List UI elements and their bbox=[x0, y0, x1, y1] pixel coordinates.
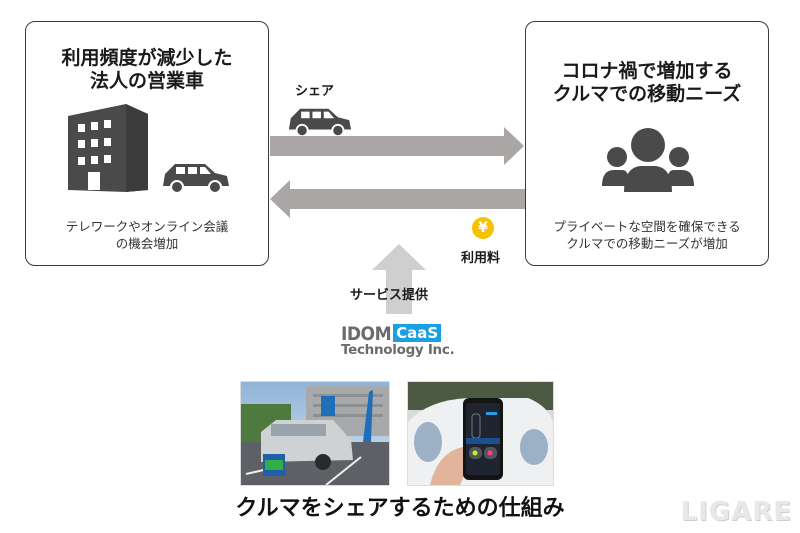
right-title-line-1: コロナ禍で増加する bbox=[561, 60, 733, 82]
logo-caas-badge: CaaS bbox=[393, 324, 442, 342]
right-panel-description: プライベートな空間を確保できる クルマでの移動ニーズが増加 bbox=[526, 218, 768, 252]
logo-subtitle: Technology Inc. bbox=[341, 342, 455, 358]
left-title-line-1: 利用頻度が減少した bbox=[61, 47, 233, 69]
left-panel-description: テレワークやオンライン会議 の機会増加 bbox=[26, 218, 268, 252]
fee-label: 利用料 bbox=[461, 251, 501, 266]
diagram-caption: クルマをシェアするための仕組み bbox=[235, 496, 565, 521]
left-title-line-2: 法人の営業車 bbox=[89, 70, 204, 92]
yen-coin-icon: ¥ bbox=[472, 217, 494, 239]
left-panel: 利用頻度が減少した 法人の営業車 テレワークやオンライン会議 の機会増加 bbox=[25, 21, 269, 266]
left-desc-line-1: テレワークやオンライン会議 bbox=[65, 219, 229, 234]
left-desc-line-2: の機会増加 bbox=[115, 236, 179, 251]
right-desc-line-2: クルマでの移動ニーズが増加 bbox=[566, 236, 728, 251]
office-building-icon bbox=[68, 104, 148, 192]
right-panel: コロナ禍で増加する クルマでの移動ニーズ プライベートな空間を確保できる クルマ… bbox=[525, 21, 769, 266]
smartphone-app-photo bbox=[407, 381, 554, 486]
car-icon bbox=[163, 164, 229, 194]
left-panel-title: 利用頻度が減少した 法人の営業車 bbox=[26, 47, 268, 93]
share-label: シェア bbox=[295, 84, 335, 99]
right-desc-line-1: プライベートな空間を確保できる bbox=[553, 219, 741, 234]
logo-idom: IDOM bbox=[341, 323, 392, 345]
car-sharing-station-photo bbox=[240, 381, 390, 486]
share-car-icon bbox=[288, 108, 352, 138]
share-arrow-right bbox=[270, 127, 524, 165]
user-group-icon bbox=[602, 128, 694, 192]
service-label: サービス提供 bbox=[350, 288, 429, 303]
service-arrow-up bbox=[372, 244, 426, 314]
fee-arrow-left bbox=[270, 180, 525, 218]
right-title-line-2: クルマでの移動ニーズ bbox=[552, 83, 742, 105]
ligare-watermark: LIGARE bbox=[680, 497, 792, 527]
right-panel-title: コロナ禍で増加する クルマでの移動ニーズ bbox=[526, 60, 768, 106]
